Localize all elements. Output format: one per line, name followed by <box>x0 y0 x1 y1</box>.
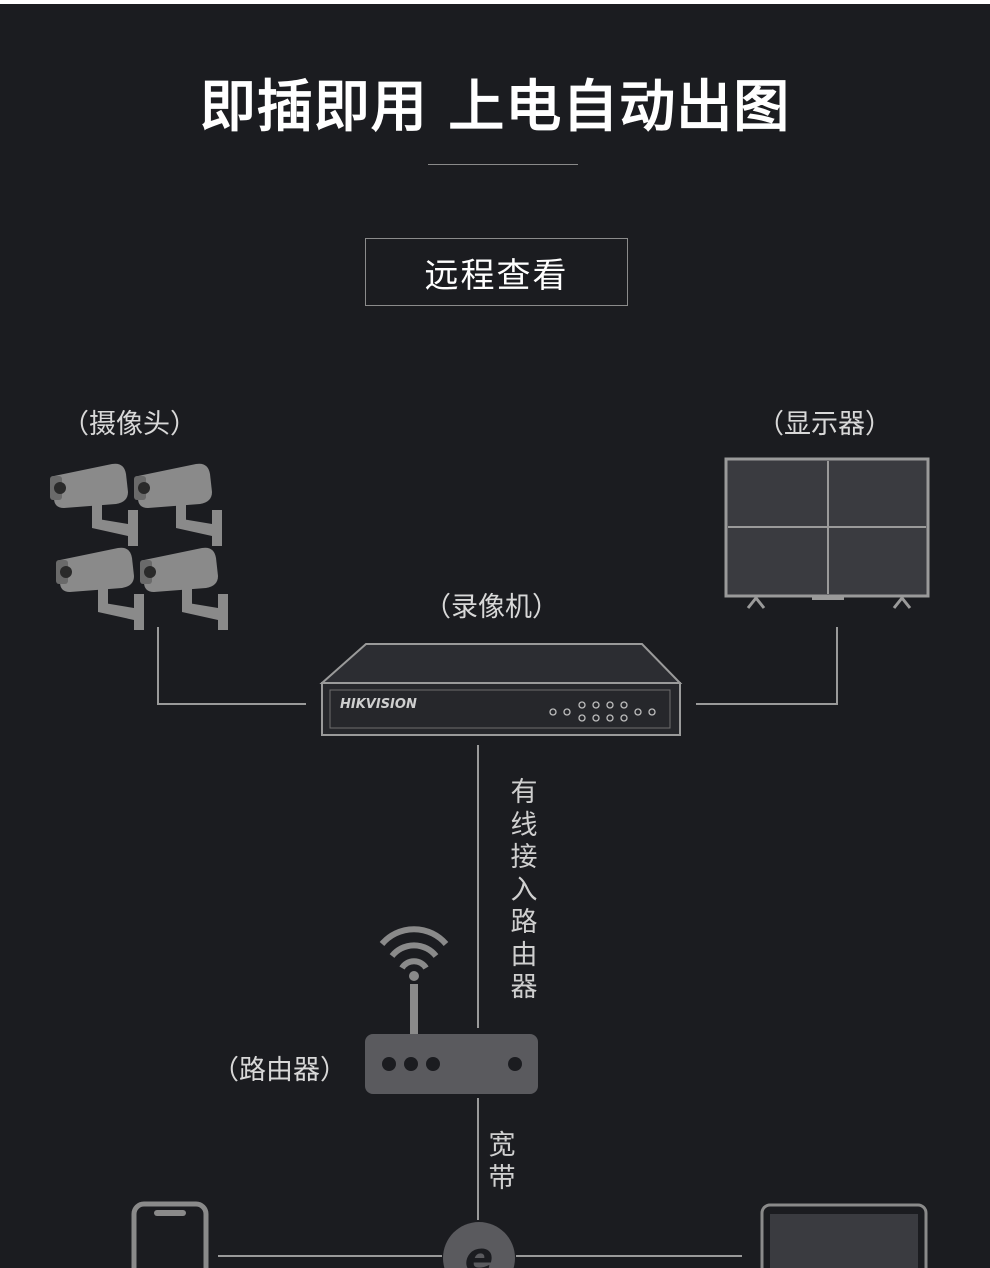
router-icon <box>365 926 538 1094</box>
broadband-connection-label: 宽带 <box>488 1130 516 1194</box>
router-label: （路由器） <box>212 1055 347 1086</box>
wifi-icon <box>379 926 449 947</box>
top-border <box>0 0 990 4</box>
camera-icon <box>50 463 138 546</box>
computer-icon <box>760 1203 928 1268</box>
phone-icon <box>131 1201 209 1268</box>
camera-icon <box>56 547 144 630</box>
display-nvr-line <box>696 627 838 705</box>
svg-text:e: e <box>465 1233 494 1268</box>
nvr-label: （录像机） <box>424 592 559 623</box>
camera-label: （摄像头） <box>62 409 197 440</box>
wired-router-connection-label: 有线接入路由器 <box>510 777 538 1003</box>
title-divider <box>428 164 578 165</box>
nvr-device-icon: HIKVISION <box>319 643 683 736</box>
connection-lines <box>157 627 838 1257</box>
camera-icon <box>140 547 228 630</box>
internet-icon: e <box>443 1222 515 1268</box>
nvr-brand-text: HIKVISION <box>340 697 417 712</box>
remote-view-label-box: 远程查看 <box>365 238 628 306</box>
monitor-icon <box>724 457 930 609</box>
camera-nvr-line <box>157 627 306 705</box>
nvr-indicator-lights <box>549 701 656 722</box>
page-title: 即插即用 上电自动出图 <box>199 75 791 140</box>
camera-icon <box>134 463 222 546</box>
display-label: （显示器） <box>757 409 892 440</box>
camera-group-icon <box>50 463 228 630</box>
